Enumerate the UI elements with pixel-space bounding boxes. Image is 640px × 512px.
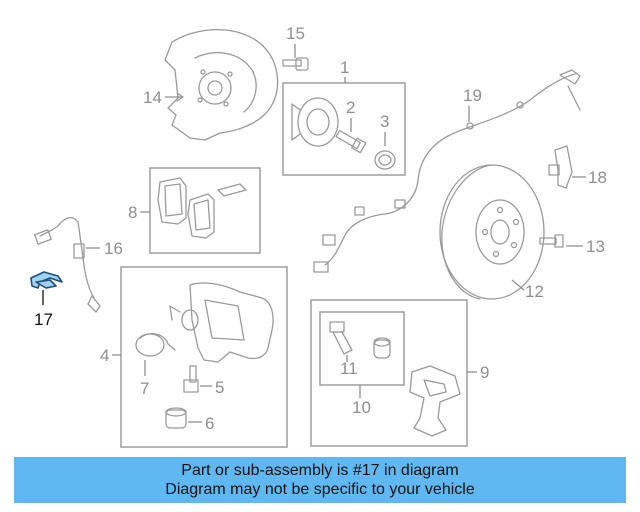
guide-pin-kit-box bbox=[319, 311, 405, 386]
brake-hose-part[interactable] bbox=[34, 216, 101, 313]
speed-sensor-part[interactable] bbox=[548, 145, 573, 189]
callout-1: 1 bbox=[340, 58, 349, 77]
callout-13: 13 bbox=[586, 237, 605, 256]
callout-10: 10 bbox=[352, 398, 371, 417]
callout-17: 17 bbox=[34, 310, 53, 329]
callout-2: 2 bbox=[346, 98, 355, 117]
hub-bolt-part[interactable] bbox=[335, 129, 367, 154]
callout-16: 16 bbox=[104, 239, 123, 258]
guide-pin-part[interactable] bbox=[329, 321, 353, 355]
brake-rotor-part[interactable] bbox=[439, 164, 545, 300]
hose-clip-part-17[interactable] bbox=[30, 271, 63, 289]
callout-18: 18 bbox=[588, 168, 607, 187]
rotor-screw-part[interactable] bbox=[539, 234, 564, 248]
banner-line-part-number: Part or sub-assembly is #17 in diagram bbox=[181, 462, 459, 479]
caliper-bracket-spring-part-7[interactable] bbox=[135, 333, 176, 357]
caliper-bracket-part[interactable] bbox=[409, 365, 461, 437]
callout-7: 7 bbox=[140, 379, 149, 398]
bleeder-cap-part[interactable] bbox=[165, 407, 187, 429]
hub-bearing-part[interactable] bbox=[291, 97, 339, 147]
sensor-harness-part[interactable] bbox=[313, 69, 581, 273]
dust-cap-part[interactable] bbox=[374, 150, 396, 170]
callout-14: 14 bbox=[143, 88, 162, 107]
hub-assembly-box bbox=[282, 82, 406, 176]
parts-diagram: 14 15 1 2 3 19 bbox=[30, 24, 607, 448]
guide-pin-boot-part[interactable] bbox=[373, 337, 391, 359]
callout-6: 6 bbox=[205, 414, 214, 433]
brake-pads-box bbox=[149, 167, 261, 254]
callout-3: 3 bbox=[380, 112, 389, 131]
caliper-part[interactable] bbox=[169, 282, 274, 363]
bolt-part-15[interactable] bbox=[282, 57, 309, 71]
callout-19: 19 bbox=[463, 86, 482, 105]
bleeder-valve-part[interactable] bbox=[183, 365, 199, 393]
leader-12 bbox=[511, 279, 525, 291]
callout-12: 12 bbox=[525, 282, 544, 301]
callout-4: 4 bbox=[100, 346, 109, 365]
callout-11: 11 bbox=[340, 359, 358, 378]
banner-line-disclaimer: Diagram may not be specific to your vehi… bbox=[165, 481, 475, 498]
callout-9: 9 bbox=[480, 363, 489, 382]
info-banner: Part or sub-assembly is #17 in diagram D… bbox=[14, 457, 626, 503]
callout-5: 5 bbox=[215, 378, 224, 397]
caliper-bracket-box bbox=[310, 299, 468, 447]
callout-8: 8 bbox=[128, 203, 137, 222]
callout-15: 15 bbox=[286, 24, 305, 43]
dust-shield-part[interactable] bbox=[164, 28, 279, 141]
caliper-box bbox=[120, 266, 288, 448]
brake-pads-part[interactable] bbox=[157, 177, 247, 239]
